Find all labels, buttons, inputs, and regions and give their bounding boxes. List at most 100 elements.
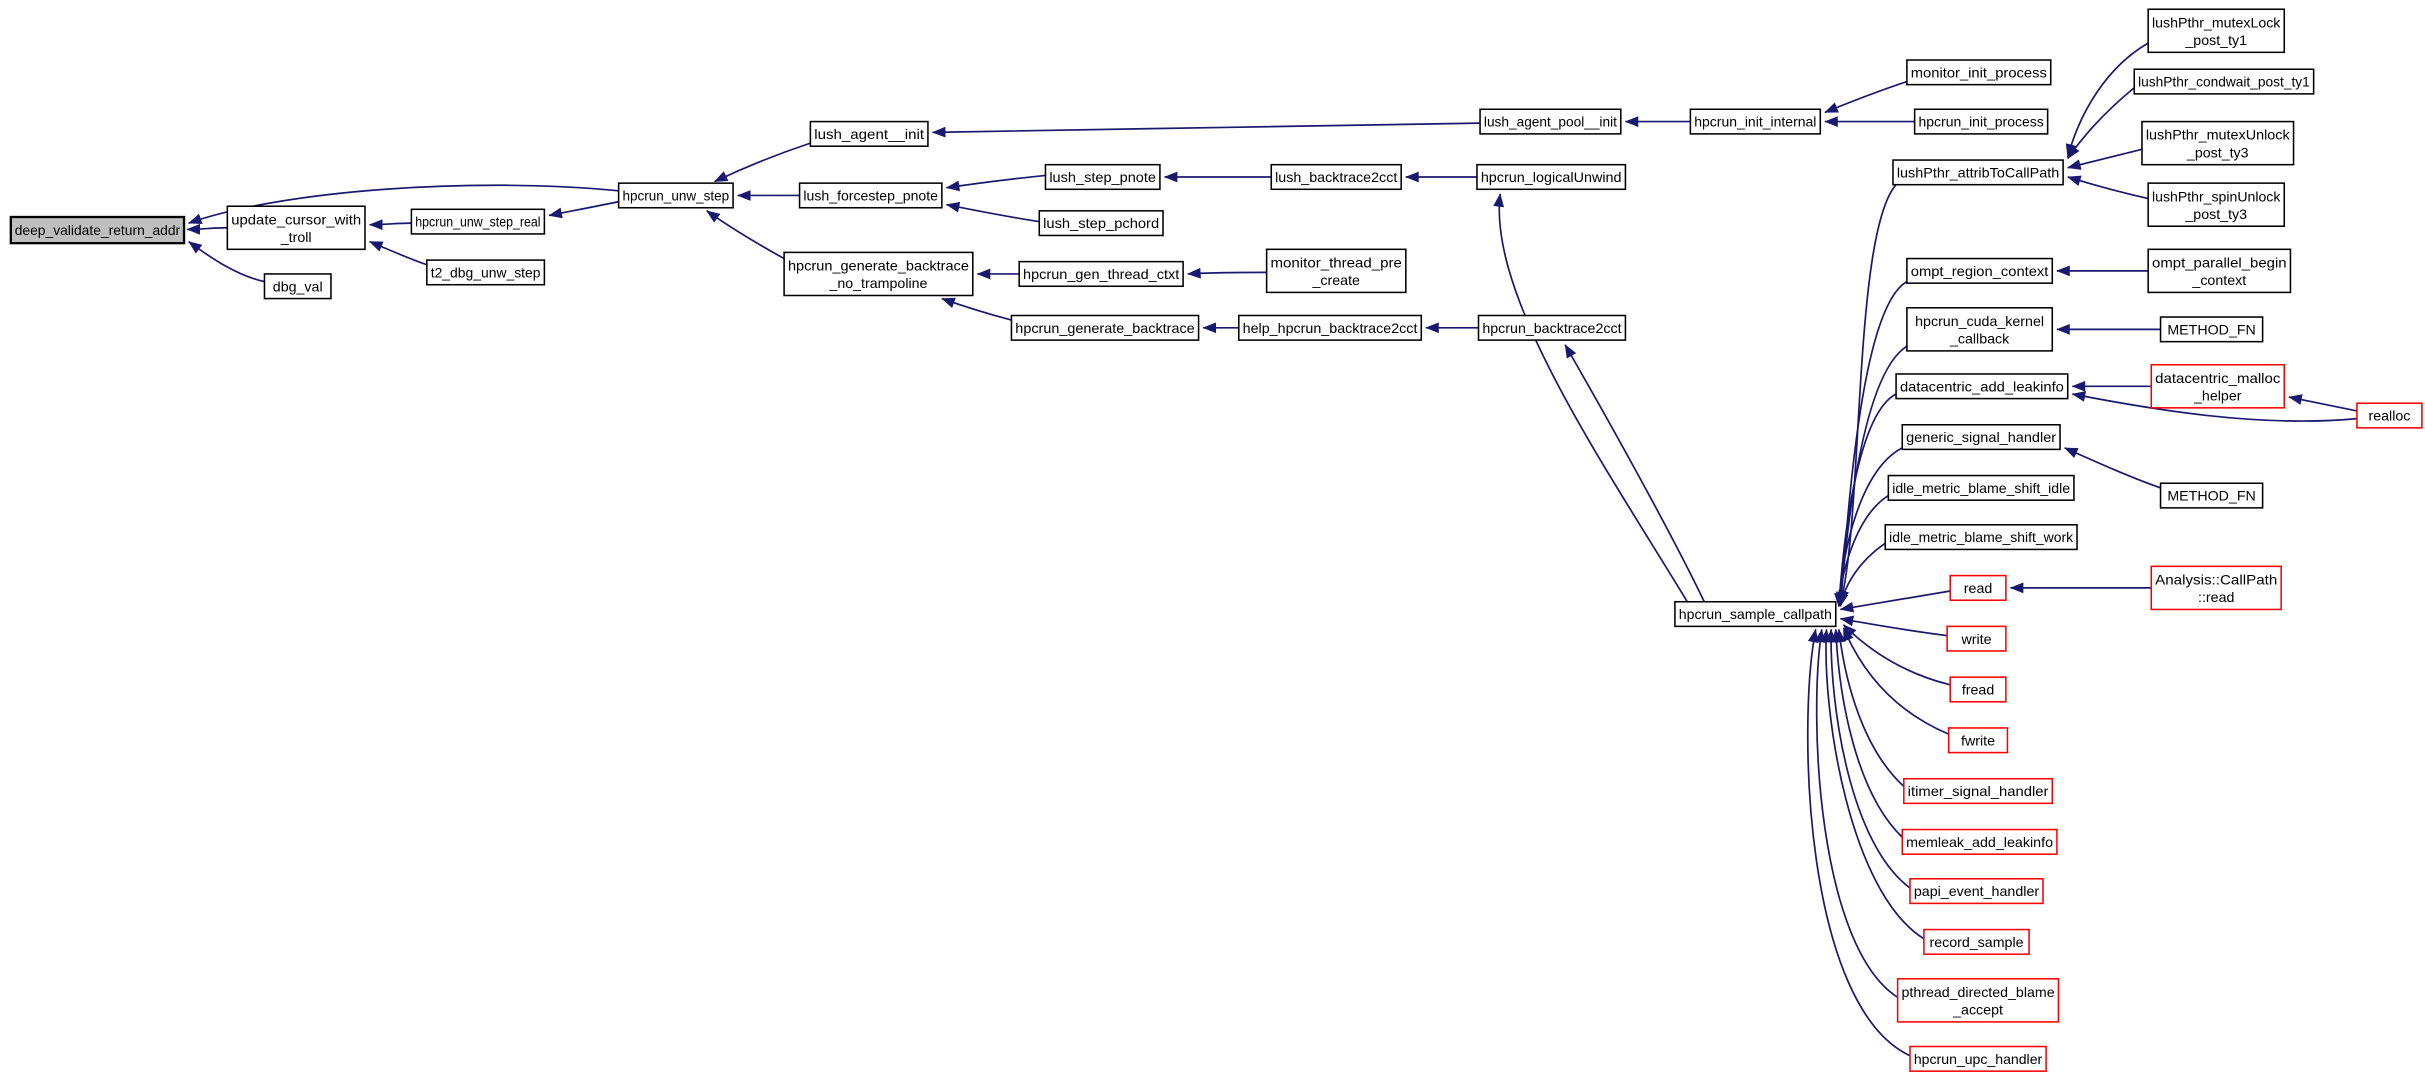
node-box[interactable] — [2159, 482, 2264, 509]
node-box[interactable] — [1044, 163, 1161, 191]
node-box[interactable] — [426, 259, 546, 286]
node-box[interactable] — [1018, 260, 1184, 288]
node-lush_step_pnote[interactable]: lush_step_pnote — [1044, 163, 1161, 191]
node-deep_validate_return_addr[interactable]: deep_validate_return_addr — [9, 215, 186, 245]
node-method_fn_2[interactable]: METHOD_FN — [2159, 482, 2264, 509]
node-lushPthr_attribToCallPath[interactable]: lushPthr_attribToCallPath — [1892, 159, 2064, 186]
node-hpcrun_init_internal[interactable]: hpcrun_init_internal — [1689, 108, 1822, 135]
node-box[interactable] — [226, 205, 366, 251]
node-fread[interactable]: fread — [1949, 676, 2007, 703]
node-memleak_add_leakinfo[interactable]: memleak_add_leakinfo — [1901, 828, 2058, 855]
node-box[interactable] — [2159, 316, 2264, 343]
node-box[interactable] — [1901, 828, 2058, 855]
node-box[interactable] — [2356, 402, 2423, 429]
node-box[interactable] — [809, 120, 929, 147]
node-idle_metric_blame_shift_work[interactable]: idle_metric_blame_shift_work — [1884, 524, 2078, 551]
node-box[interactable] — [1949, 574, 2007, 601]
node-box[interactable] — [2150, 363, 2286, 409]
node-datacentric_malloc_helper[interactable]: datacentric_malloc_helper — [2150, 363, 2286, 409]
node-box[interactable] — [9, 215, 186, 245]
node-record_sample[interactable]: record_sample — [1923, 928, 2030, 955]
node-box[interactable] — [263, 273, 332, 300]
node-hpcrun_logicalUnwind[interactable]: hpcrun_logicalUnwind — [1476, 163, 1627, 191]
node-box[interactable] — [1038, 210, 1164, 237]
node-box[interactable] — [1884, 524, 2078, 551]
node-ompt_region_context[interactable]: ompt_region_context — [1906, 257, 2054, 284]
node-box[interactable] — [1887, 474, 2075, 501]
node-hpcrun_cuda_kernel_callback[interactable]: hpcrun_cuda_kernel_callback — [1906, 307, 2054, 352]
node-box[interactable] — [1909, 1045, 2047, 1072]
node-box[interactable] — [1901, 423, 2061, 451]
node-box[interactable] — [1892, 159, 2064, 186]
node-write[interactable]: write — [1946, 625, 2007, 652]
node-lush_forcestep_pnote[interactable]: lush_forcestep_pnote — [798, 182, 943, 209]
node-box[interactable] — [2141, 120, 2295, 166]
node-box[interactable] — [1674, 600, 1837, 628]
node-box[interactable] — [1265, 248, 1407, 294]
node-box[interactable] — [1923, 928, 2030, 955]
node-box[interactable] — [2147, 182, 2286, 228]
node-box[interactable] — [1949, 676, 2007, 703]
node-box[interactable] — [798, 182, 943, 209]
node-itimer_signal_handler[interactable]: itimer_signal_handler — [1903, 777, 2054, 805]
node-box[interactable] — [1906, 257, 2054, 284]
node-idle_metric_blame_shift_idle[interactable]: idle_metric_blame_shift_idle — [1887, 474, 2075, 501]
node-papi_event_handler[interactable]: papi_event_handler — [1909, 878, 2044, 905]
node-hpcrun_init_process[interactable]: hpcrun_init_process — [1913, 108, 2049, 135]
node-hpcrun_generate_backtrace_no_trampoline[interactable]: hpcrun_generate_backtrace_no_trampoline — [783, 251, 974, 297]
node-box[interactable] — [1896, 978, 2060, 1023]
node-box[interactable] — [1238, 314, 1423, 341]
node-hpcrun_sample_callpath[interactable]: hpcrun_sample_callpath — [1674, 600, 1837, 628]
node-lushPthr_mutexLock_post_ty1[interactable]: lushPthr_mutexLock_post_ty1 — [2147, 8, 2286, 54]
node-box[interactable] — [1689, 108, 1822, 135]
node-read[interactable]: read — [1949, 574, 2007, 601]
node-box[interactable] — [1946, 625, 2007, 652]
node-box[interactable] — [1947, 727, 2009, 754]
node-hpcrun_upc_handler[interactable]: hpcrun_upc_handler — [1909, 1045, 2047, 1072]
node-lush_agent__init[interactable]: lush_agent__init — [809, 120, 929, 147]
node-lush_backtrace2cct[interactable]: lush_backtrace2cct — [1270, 163, 1402, 191]
node-help_hpcrun_backtrace2cct[interactable]: help_hpcrun_backtrace2cct — [1238, 314, 1423, 341]
node-box[interactable] — [1010, 314, 1200, 341]
node-box[interactable] — [1477, 314, 1627, 341]
node-box[interactable] — [1913, 108, 2049, 135]
node-box[interactable] — [1479, 108, 1622, 135]
node-generic_signal_handler[interactable]: generic_signal_handler — [1901, 423, 2061, 451]
node-box[interactable] — [2150, 565, 2282, 611]
node-box[interactable] — [1906, 59, 2052, 86]
node-update_cursor_with_troll[interactable]: update_cursor_with_troll — [226, 205, 366, 251]
node-box[interactable] — [1476, 163, 1627, 191]
node-box[interactable] — [2147, 248, 2292, 294]
node-monitor_init_process[interactable]: monitor_init_process — [1906, 59, 2052, 86]
node-datacentric_add_leakinfo[interactable]: datacentric_add_leakinfo — [1895, 373, 2069, 400]
node-hpcrun_generate_backtrace[interactable]: hpcrun_generate_backtrace — [1010, 314, 1200, 341]
node-box[interactable] — [2147, 8, 2286, 54]
node-box[interactable] — [783, 251, 974, 297]
node-dbg_val[interactable]: dbg_val — [263, 273, 332, 300]
node-lushPthr_spinUnlock_post_ty3[interactable]: lushPthr_spinUnlock_post_ty3 — [2147, 182, 2286, 228]
node-lush_agent_pool__init[interactable]: lush_agent_pool__init — [1479, 108, 1622, 135]
node-lush_step_pchord[interactable]: lush_step_pchord — [1038, 210, 1164, 237]
node-ompt_parallel_begin_context[interactable]: ompt_parallel_begin_context — [2147, 248, 2292, 294]
node-box[interactable] — [1903, 777, 2054, 805]
node-t2_dbg_unw_step[interactable]: t2_dbg_unw_step — [426, 259, 546, 286]
node-box[interactable] — [410, 208, 546, 235]
node-monitor_thread_pre_create[interactable]: monitor_thread_pre_create — [1265, 248, 1407, 294]
node-hpcrun_backtrace2cct[interactable]: hpcrun_backtrace2cct — [1477, 314, 1627, 341]
node-method_fn_1[interactable]: METHOD_FN — [2159, 316, 2264, 343]
node-hpcrun_unw_step_real[interactable]: hpcrun_unw_step_real — [410, 208, 546, 235]
node-box[interactable] — [1906, 307, 2054, 352]
node-fwrite[interactable]: fwrite — [1947, 727, 2009, 754]
node-realloc[interactable]: realloc — [2356, 402, 2423, 429]
node-hpcrun_gen_thread_ctxt[interactable]: hpcrun_gen_thread_ctxt — [1018, 260, 1184, 288]
node-box[interactable] — [1895, 373, 2069, 400]
node-lushPthr_condwait_post_ty1[interactable]: lushPthr_condwait_post_ty1 — [2133, 68, 2315, 95]
node-box[interactable] — [617, 182, 734, 209]
node-box[interactable] — [1270, 163, 1402, 191]
node-box[interactable] — [1909, 878, 2044, 905]
node-analysis_callpath_read[interactable]: Analysis::CallPath::read — [2150, 565, 2282, 611]
node-hpcrun_unw_step[interactable]: hpcrun_unw_step — [617, 182, 734, 209]
node-pthread_directed_blame_accept[interactable]: pthread_directed_blame_accept — [1896, 978, 2060, 1023]
node-lushPthr_mutexUnlock_post_ty3[interactable]: lushPthr_mutexUnlock_post_ty3 — [2141, 120, 2295, 166]
node-box[interactable] — [2133, 68, 2315, 95]
